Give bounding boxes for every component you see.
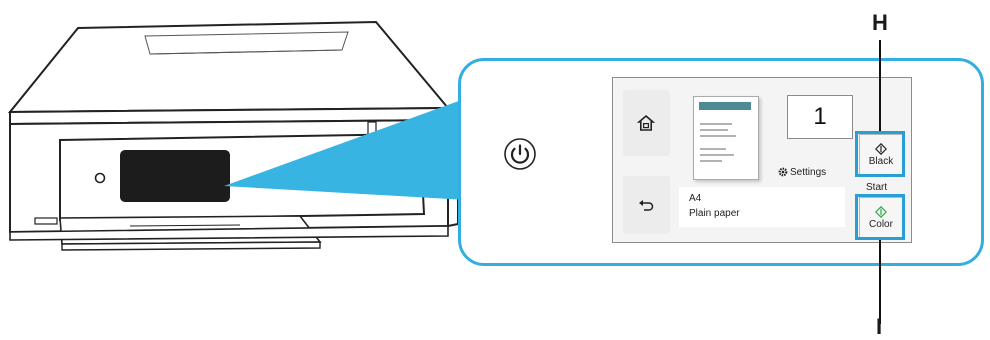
- document-lines: [699, 102, 751, 162]
- paper-settings-field[interactable]: A4 Plain paper: [679, 187, 845, 227]
- copies-count[interactable]: 1: [787, 95, 853, 139]
- back-button[interactable]: [623, 176, 670, 234]
- power-icon: [504, 138, 536, 170]
- color-label: Color: [869, 219, 893, 230]
- callout-h-box: [855, 131, 905, 177]
- copies-value: 1: [813, 103, 827, 130]
- start-diamond-icon: [875, 206, 887, 218]
- callout-h: H: [872, 10, 888, 35]
- callout-i: I: [876, 314, 883, 339]
- start-label: Start: [866, 182, 888, 193]
- settings-label: Settings: [790, 166, 827, 178]
- black-label: Black: [868, 156, 894, 167]
- paper-type-text: Plain paper: [689, 208, 740, 219]
- paper-size-text: A4: [689, 193, 702, 204]
- power-button[interactable]: [503, 137, 537, 171]
- start-diamond-icon: [875, 143, 887, 155]
- gear-icon: [778, 167, 788, 177]
- callout-i-box: [855, 194, 905, 240]
- black-start-button[interactable]: Black: [859, 134, 903, 176]
- back-icon: [639, 200, 654, 211]
- document-preview: [693, 96, 759, 180]
- settings-button[interactable]: Settings: [778, 165, 826, 179]
- home-icon: [637, 114, 655, 131]
- home-button[interactable]: [623, 90, 670, 156]
- printer-lcd: [120, 150, 230, 202]
